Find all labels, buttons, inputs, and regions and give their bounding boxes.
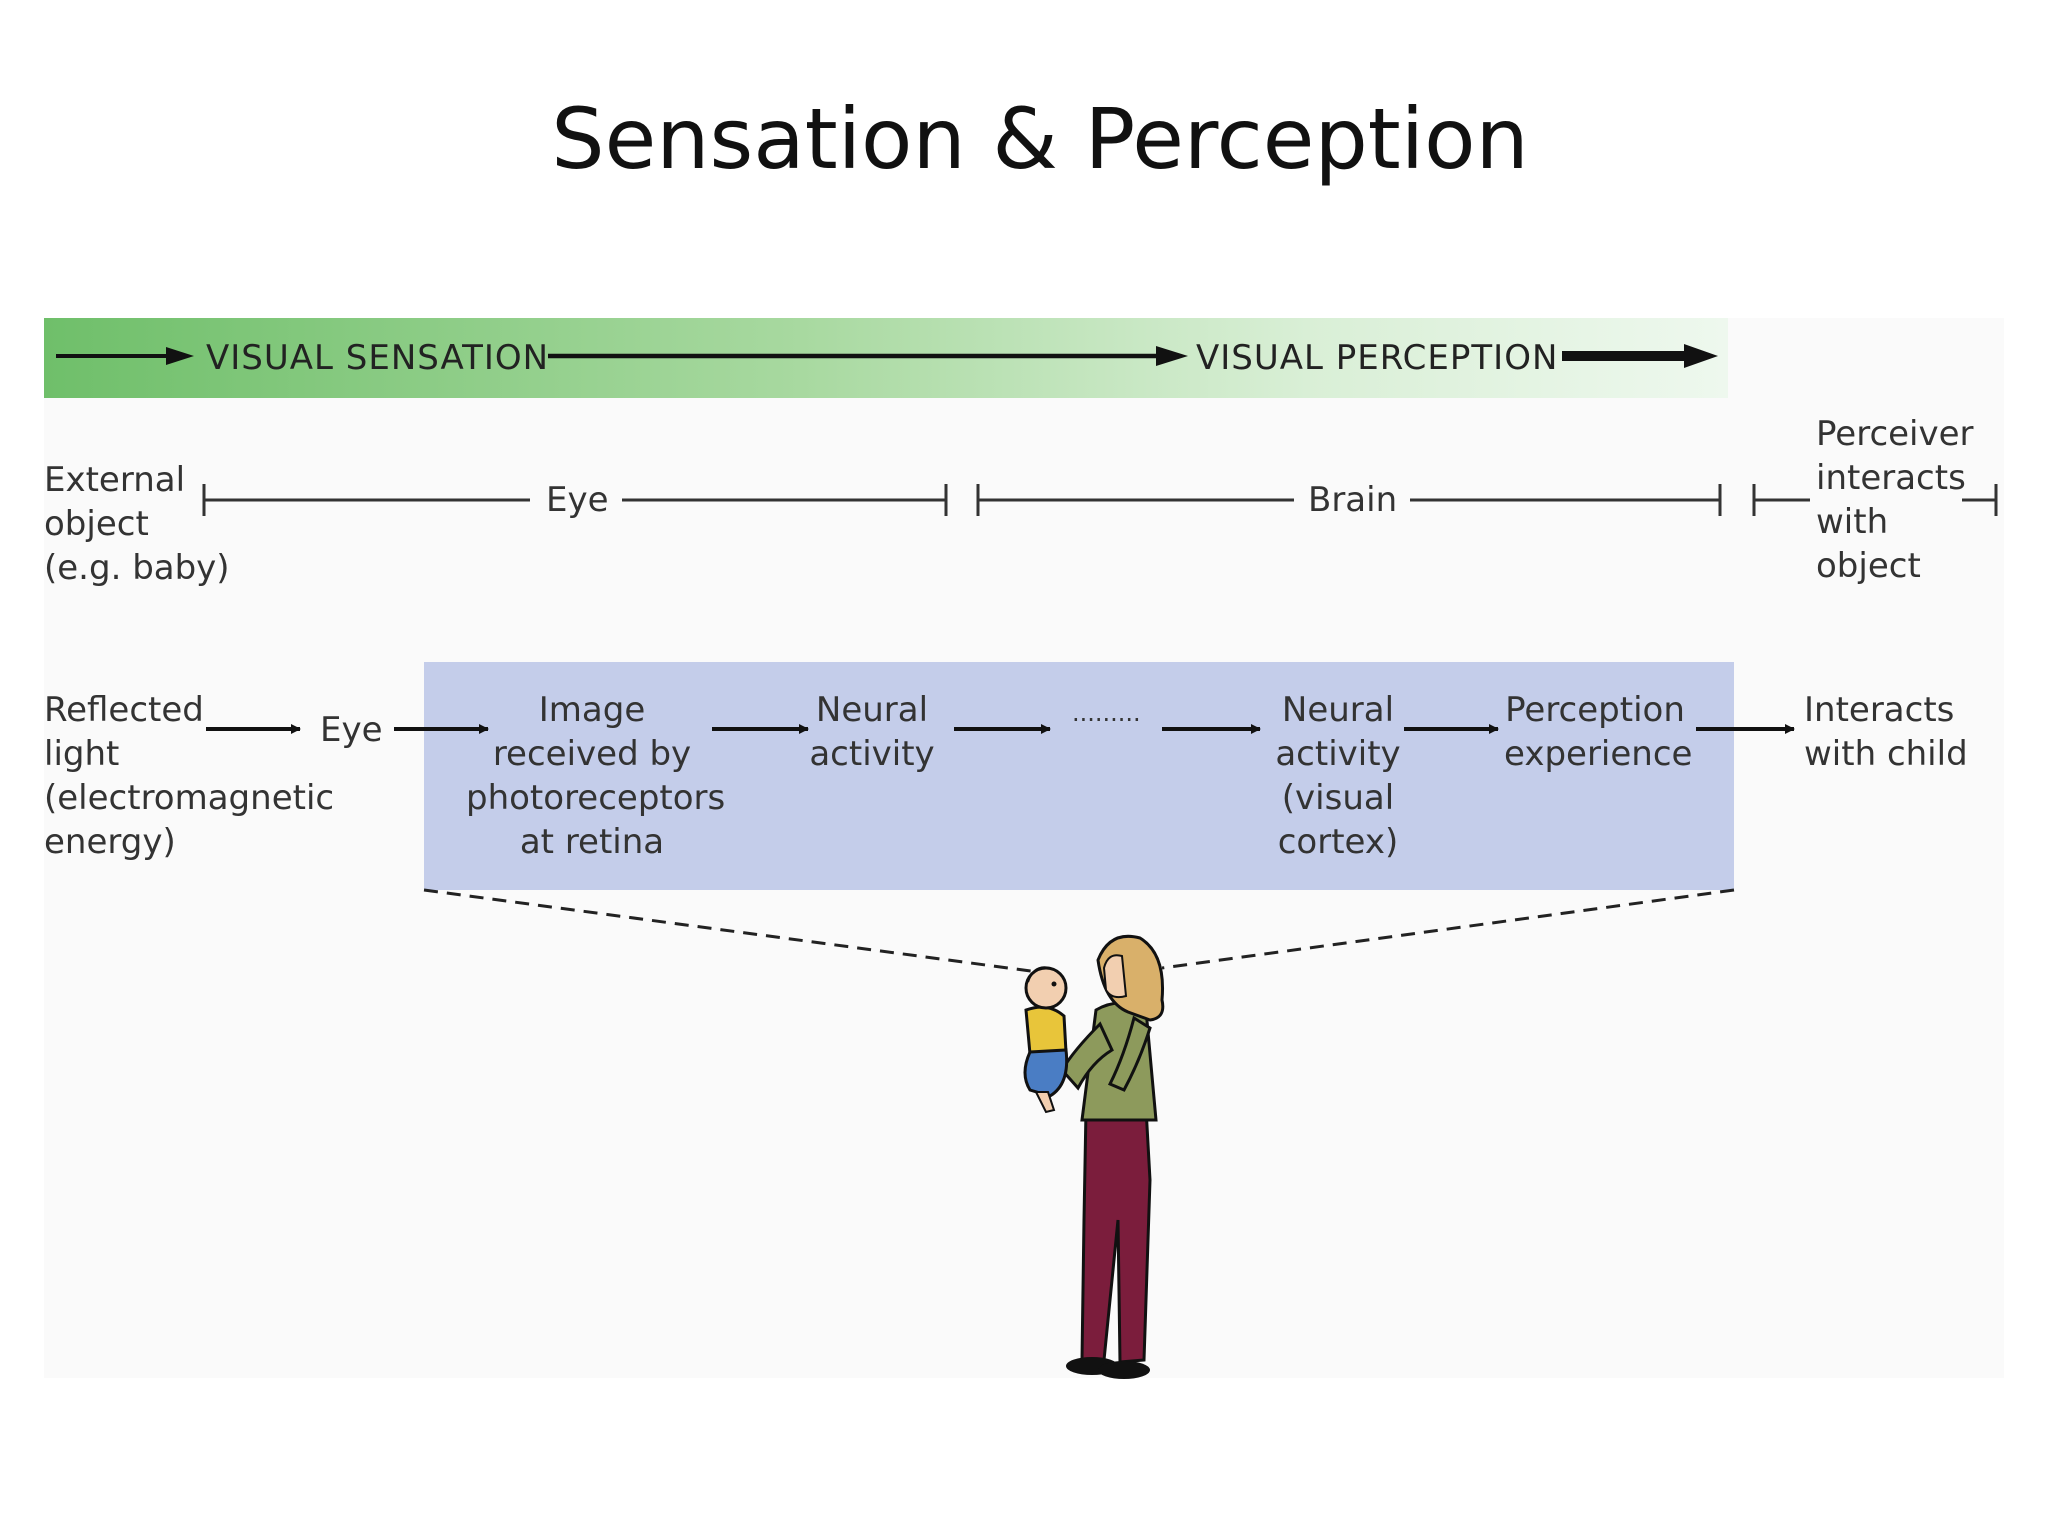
perceiver-label: Perceiver interacts with object — [1816, 414, 1974, 586]
projection-lines — [423, 888, 1735, 974]
neural-activity-label: Neural activity — [809, 690, 935, 774]
eye-flow-label: Eye — [320, 710, 383, 750]
eye-stage-label: Eye — [546, 480, 609, 520]
interacts-label: Interacts with child — [1804, 690, 1968, 774]
mother-and-baby-illustration — [1023, 934, 1165, 1379]
band-arrows — [56, 344, 1718, 368]
reflected-light-label: Reflected light (electromagnetic energy) — [44, 690, 335, 862]
process-box — [424, 662, 1734, 890]
neural-cortex-label: Neural activity (visual cortex) — [1275, 690, 1401, 862]
external-object-label: External object (e.g. baby) — [44, 460, 230, 588]
slide-title: Sensation & Perception — [551, 90, 1529, 188]
brain-stage-label: Brain — [1308, 480, 1398, 520]
stage-brackets — [202, 484, 1998, 516]
ellipsis-label: ········· — [1072, 706, 1141, 734]
visual-sensation-label: VISUAL SENSATION — [206, 338, 550, 378]
perception-experience-label: Perception experience — [1504, 690, 1693, 774]
visual-perception-label: VISUAL PERCEPTION — [1196, 338, 1559, 378]
image-received-label: Image received by photoreceptors at reti… — [466, 690, 726, 862]
